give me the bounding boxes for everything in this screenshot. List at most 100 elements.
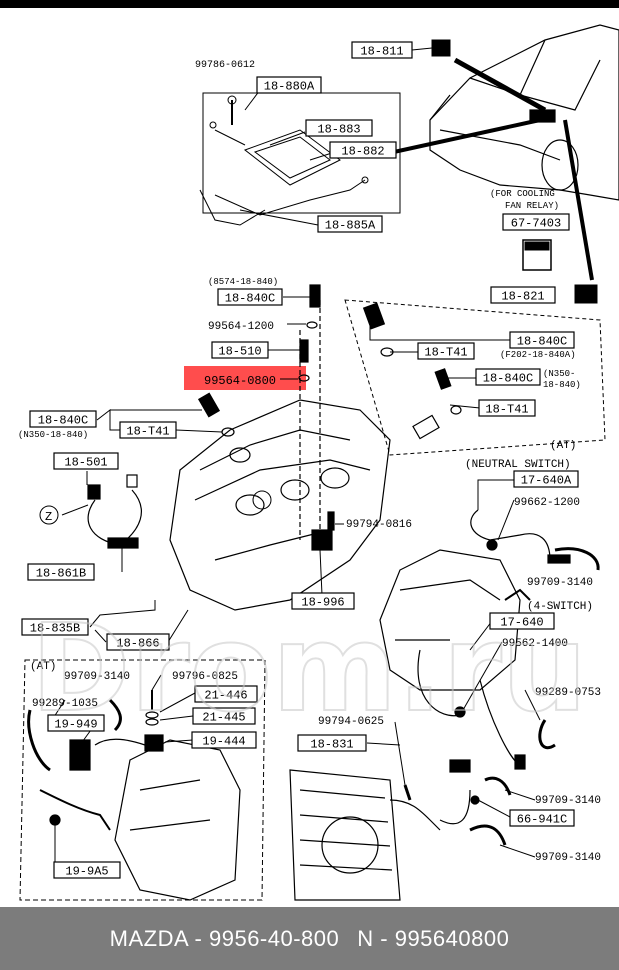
annotation-fan-relay: FAN RELAY) (505, 201, 559, 211)
part-label-66-941C: 66-941C (509, 809, 575, 827)
part-label-18-840C-a: 18-840C (217, 288, 283, 306)
ecu-assembly (199, 92, 401, 226)
svg-text:18-866: 18-866 (116, 637, 159, 651)
footer-part-number: N - 995640800 (357, 925, 510, 951)
part-label-18-501: 18-501 (53, 452, 119, 470)
annotation-99794-0816: 99794-0816 (346, 519, 412, 531)
top-black-bar (0, 0, 619, 8)
watermark: Drom.ru (30, 610, 588, 730)
circle-marker (252, 490, 272, 510)
svg-text:18-880A: 18-880A (264, 80, 315, 94)
annotation-99564-0800: 99564-0800 (204, 374, 276, 388)
annotation-99662-1200: 99662-1200 (514, 497, 580, 509)
part-label-21-446: 21-446 (194, 685, 258, 703)
svg-text:17-640: 17-640 (500, 616, 543, 630)
svg-text:18-883: 18-883 (317, 123, 360, 137)
annotation-99709-3140-c: 99709-3140 (535, 795, 601, 807)
svg-text:17-640A: 17-640A (521, 474, 572, 488)
radiator (289, 759, 512, 901)
svg-text:67-7403: 67-7403 (511, 217, 561, 231)
part-label-18-840C-b: 18-840C (509, 331, 575, 349)
annotation-n350-a: (N350- (543, 369, 575, 379)
svg-text:21-446: 21-446 (204, 689, 247, 703)
part-label-18-996: 18-996 (291, 592, 355, 610)
annotation-8574: (8574-18-840) (208, 277, 278, 287)
svg-text:18-840C: 18-840C (225, 292, 275, 306)
svg-text:Drom.ru: Drom.ru (31, 610, 587, 730)
circle-marker (39, 505, 59, 525)
annotation-99562-1400: 99562-1400 (502, 638, 568, 650)
part-label-18-840C-d: 18-840C (475, 368, 541, 386)
at-dashed-region (344, 299, 606, 456)
svg-text:18-501: 18-501 (64, 456, 107, 470)
annotation-99289-0753: 99289-0753 (535, 687, 601, 699)
part-label-17-640A: 17-640A (513, 470, 579, 488)
annotation-z: Z (45, 510, 52, 524)
part-label-18-882: 18-882 (329, 141, 397, 159)
part-label-21-445: 21-445 (192, 707, 256, 725)
annotation-neutral: (NEUTRAL SWITCH) (465, 459, 571, 471)
annotation-at-2: (AT) (30, 661, 56, 673)
part-label-18-835B: 18-835B (21, 618, 89, 636)
annotation-n350-b: 18-840) (543, 380, 581, 390)
part-label-18-811: 18-811 (351, 41, 413, 59)
annotation-99794-0625: 99794-0625 (318, 716, 384, 728)
part-label-18-866: 18-866 (106, 633, 170, 651)
part-label-18-840C-c: 18-840C (29, 410, 97, 428)
transmission-left (27, 690, 241, 901)
svg-text:19-444: 19-444 (202, 735, 245, 749)
part-label-18-880A: 18-880A (256, 76, 322, 94)
annotation-99289-1035: 99289-1035 (32, 698, 98, 710)
annotation-4switch: (4-SWITCH) (527, 601, 593, 613)
part-label-19-444: 19-444 (191, 731, 257, 749)
part-label-18-861B: 18-861B (27, 563, 95, 581)
annotation-f202: (F202-18-840A) (500, 350, 576, 360)
annotation-99564-1200: 99564-1200 (208, 321, 274, 333)
annotation-99709-3140-d: 99709-3140 (535, 852, 601, 864)
part-label-18-T41-a: 18-T41 (417, 342, 475, 360)
part-label-19-949: 19-949 (47, 714, 105, 732)
svg-text:18-811: 18-811 (360, 45, 403, 59)
svg-text:19-9A5: 19-9A5 (65, 865, 108, 879)
svg-text:18-840C: 18-840C (483, 372, 533, 386)
part-label-18-885A: 18-885A (317, 215, 383, 233)
neutral-switch (470, 509, 600, 571)
svg-text:18-835B: 18-835B (30, 622, 80, 636)
part-label-67-7403: 67-7403 (502, 213, 570, 231)
car-illustration (379, 24, 619, 281)
part-label-18-T41-b: 18-T41 (119, 421, 177, 439)
part-label-18-T41-c: 18-T41 (478, 399, 536, 417)
svg-text:18-T41: 18-T41 (126, 425, 169, 439)
svg-text:18-T41: 18-T41 (424, 346, 467, 360)
part-label-19-9A5: 19-9A5 (53, 861, 121, 879)
transmission-right (379, 549, 556, 770)
footer-brand-part: MAZDA - 9956-40-800 (109, 925, 340, 951)
svg-text:18-840C: 18-840C (38, 414, 88, 428)
part-label-18-883: 18-883 (305, 119, 373, 137)
annotation-for-cooling: (FOR COOLING (490, 189, 555, 199)
annotation-at-1: (AT) (550, 440, 576, 452)
annotation-99709-3140-a: 99709-3140 (527, 577, 593, 589)
svg-text:18-831: 18-831 (310, 738, 353, 752)
part-label-17-640: 17-640 (489, 612, 555, 630)
svg-text:19-949: 19-949 (54, 718, 97, 732)
svg-text:18-882: 18-882 (341, 145, 384, 159)
svg-text:18-885A: 18-885A (325, 219, 376, 233)
annotation-99796-0825: 99796-0825 (172, 671, 238, 683)
svg-text:18-840C: 18-840C (517, 335, 567, 349)
parts-diagram: 18-811 18-880A 18-883 18-882 18-885A 67-7403 1… (18, 24, 619, 901)
annotation-99786-0612: 99786-0612 (195, 60, 255, 71)
svg-text:21-445: 21-445 (202, 711, 245, 725)
svg-text:18-T41: 18-T41 (485, 403, 528, 417)
annotation-n350-left: (N350-18-840) (18, 430, 88, 440)
part-label-18-821: 18-821 (490, 286, 556, 304)
footer-bar: MAZDA - 9956-40-800 N - 995640800 (0, 907, 619, 970)
sensors (87, 284, 462, 551)
svg-text:18-821: 18-821 (501, 290, 544, 304)
engine-block (169, 300, 391, 611)
svg-text:66-941C: 66-941C (517, 813, 567, 827)
svg-text:18-510: 18-510 (218, 345, 261, 359)
at-dashed-region-lower (19, 659, 266, 901)
annotation-99709-3140-b: 99709-3140 (64, 671, 130, 683)
svg-text:18-996: 18-996 (301, 596, 344, 610)
